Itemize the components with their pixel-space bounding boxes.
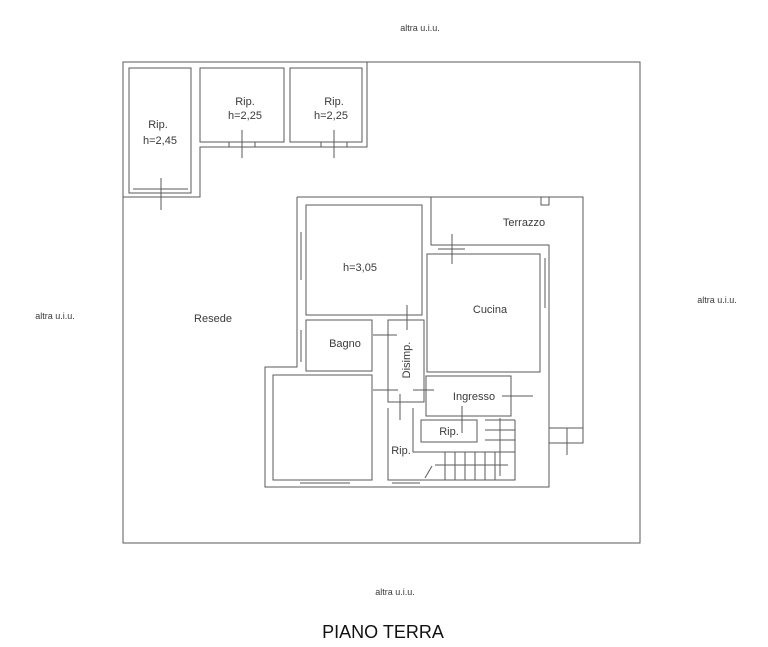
main-room-height: h=3,05	[343, 262, 377, 274]
terrace-label: Terrazzo	[503, 217, 545, 229]
neighbor-bottom-label: altra u.i.u.	[375, 587, 415, 597]
neighbor-right-label: altra u.i.u.	[697, 295, 737, 305]
storage-2-height: h=2,25	[228, 110, 262, 122]
house-walls	[264, 196, 584, 488]
kitchen-label: Cucina	[473, 304, 508, 316]
bathroom-label: Bagno	[329, 338, 361, 350]
closet-small-label: Rip.	[439, 426, 459, 438]
storage-block	[123, 61, 368, 210]
storage-1-height: h=2,45	[143, 135, 177, 147]
hallway-label: Disimp.	[401, 342, 413, 379]
neighbor-left-label: altra u.i.u.	[35, 311, 75, 321]
storage-2-label: Rip.	[235, 96, 255, 108]
entrance-label: Ingresso	[453, 391, 495, 403]
plan-title: PIANO TERRA	[322, 622, 444, 642]
closet-stair-label: Rip.	[391, 445, 411, 457]
yard-label: Resede	[194, 313, 232, 325]
storage-3-label: Rip.	[324, 96, 344, 108]
storage-1-label: Rip.	[148, 119, 168, 131]
neighbor-top-label: altra u.i.u.	[400, 23, 440, 33]
lot-boundary	[122, 61, 641, 544]
storage-3-height: h=2,25	[314, 110, 348, 122]
